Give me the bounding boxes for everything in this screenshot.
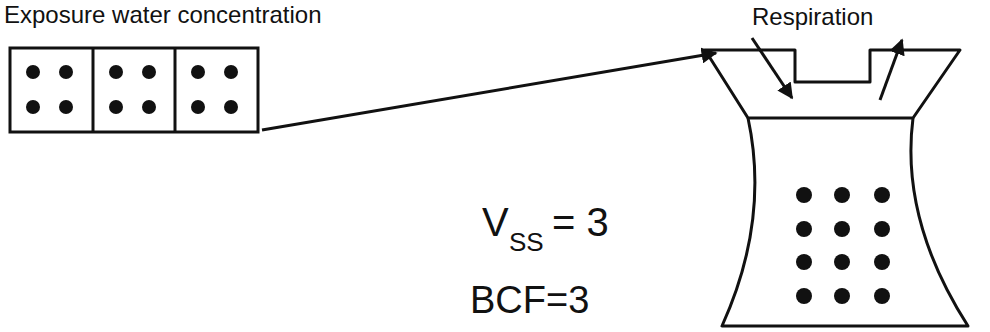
water-compartments <box>10 48 258 132</box>
respiration-label: Respiration <box>752 4 873 30</box>
inflow-arrow <box>752 38 792 98</box>
transfer-arrow <box>262 53 716 130</box>
water-label: Exposure water concentration <box>4 2 322 28</box>
body-molecules <box>796 187 890 304</box>
volume-value: = 3 <box>552 200 609 244</box>
water-molecules <box>26 65 238 114</box>
volume-symbol: V <box>482 200 509 244</box>
volume-subscript: SS <box>509 228 544 257</box>
organism-vessel <box>705 50 968 326</box>
outflow-arrow <box>880 40 902 100</box>
bcf-value: BCF=3 <box>470 280 589 322</box>
